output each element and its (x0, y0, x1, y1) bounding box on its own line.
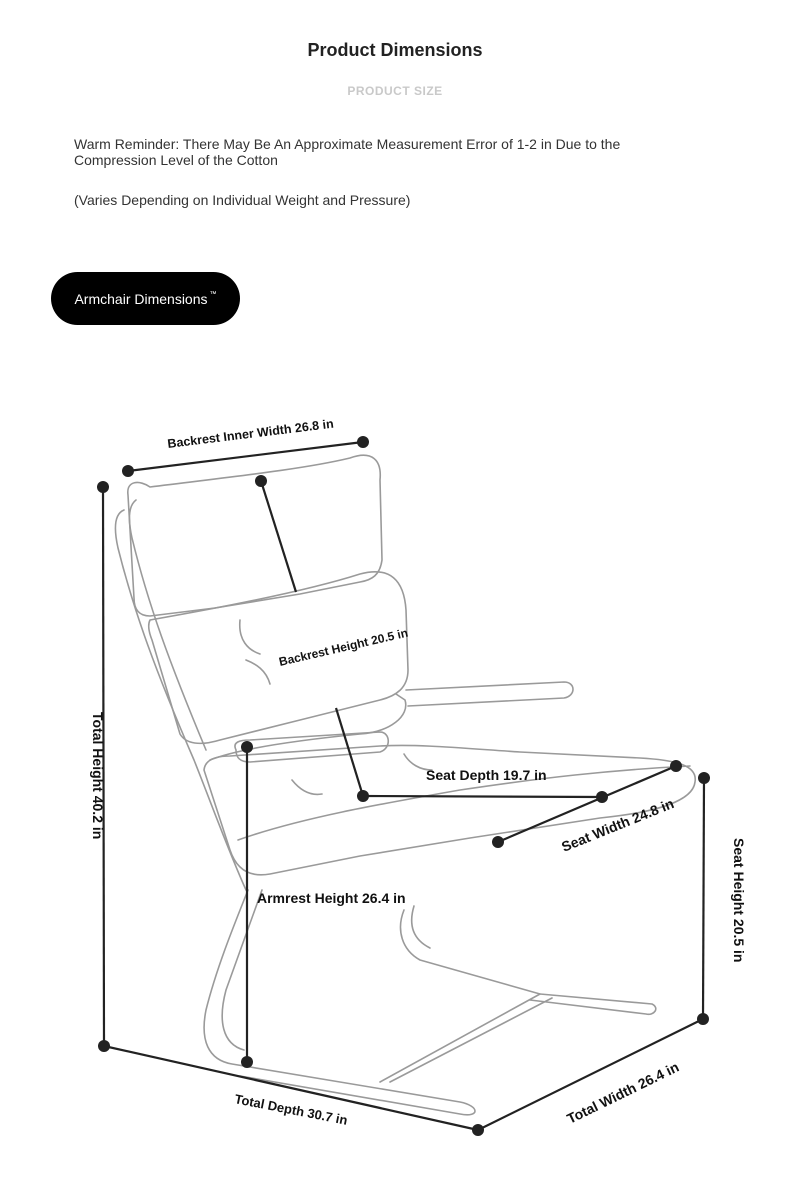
endpoint-dot (255, 475, 267, 487)
seat-height-label: Seat Height 20.5 in (731, 838, 747, 962)
armchair-dimensions-label: Armchair Dimensions (74, 290, 208, 307)
endpoint-dot (98, 1040, 110, 1052)
endpoint-dot (241, 741, 253, 753)
page-title: Product Dimensions (307, 40, 483, 60)
total-depth-line (103, 1044, 479, 1132)
endpoint-dot (698, 772, 710, 784)
backrest-height-label: Backrest Height 20.5 in (278, 626, 410, 669)
backrest-inner-width-line (127, 440, 364, 473)
measurement-reminder: Warm Reminder: There May Be An Approxima… (74, 136, 621, 168)
total-height-label: Total Height 40.2 in (90, 712, 106, 839)
total-width-label: Total Width 26.4 in (564, 1059, 681, 1127)
backrest-height-line-lower (334, 707, 365, 797)
backrest-height-line (259, 480, 298, 593)
seat-depth-label: Seat Depth 19.7 in (426, 767, 547, 783)
endpoint-dot (122, 465, 134, 477)
armrest-height-label: Armrest Height 26.4 in (257, 890, 406, 906)
seat-width-label: Seat Width 24.8 in (559, 795, 676, 855)
armchair-sketch (114, 454, 696, 1116)
backrest-inner-width-label: Backrest Inner Width 26.8 in (167, 417, 335, 451)
total-height-line (101, 486, 106, 1047)
endpoint-dot (357, 436, 369, 448)
page-subtitle: PRODUCT SIZE (347, 84, 443, 98)
trademark-mark: ™ (209, 291, 217, 298)
endpoint-dot (241, 1056, 253, 1068)
endpoint-dot (472, 1124, 484, 1136)
endpoint-dot (357, 790, 369, 802)
seat-height-line (701, 777, 706, 1020)
endpoint-dot (596, 791, 608, 803)
dimension-lines (101, 440, 706, 1132)
endpoint-dot (492, 836, 504, 848)
endpoint-dot (97, 481, 109, 493)
variance-note: (Varies Depending on Individual Weight a… (74, 192, 411, 208)
total-width-line (477, 1018, 704, 1131)
seat-width-line (497, 764, 677, 844)
endpoint-dot (670, 760, 682, 772)
seat-depth-line (362, 794, 603, 799)
dimension-endpoints (97, 436, 710, 1136)
endpoint-dot (697, 1013, 709, 1025)
